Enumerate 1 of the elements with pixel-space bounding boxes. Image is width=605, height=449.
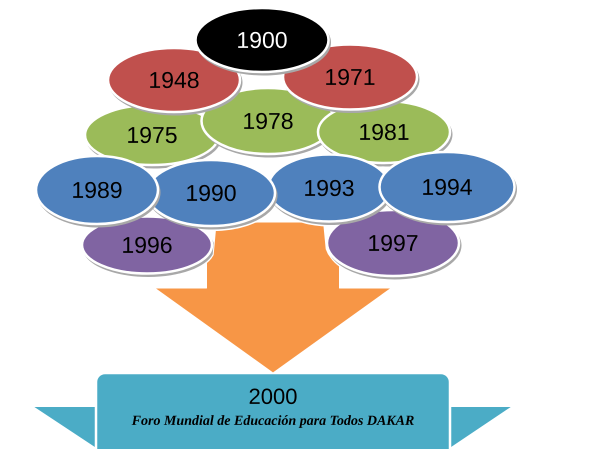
block-arrow <box>154 222 392 374</box>
